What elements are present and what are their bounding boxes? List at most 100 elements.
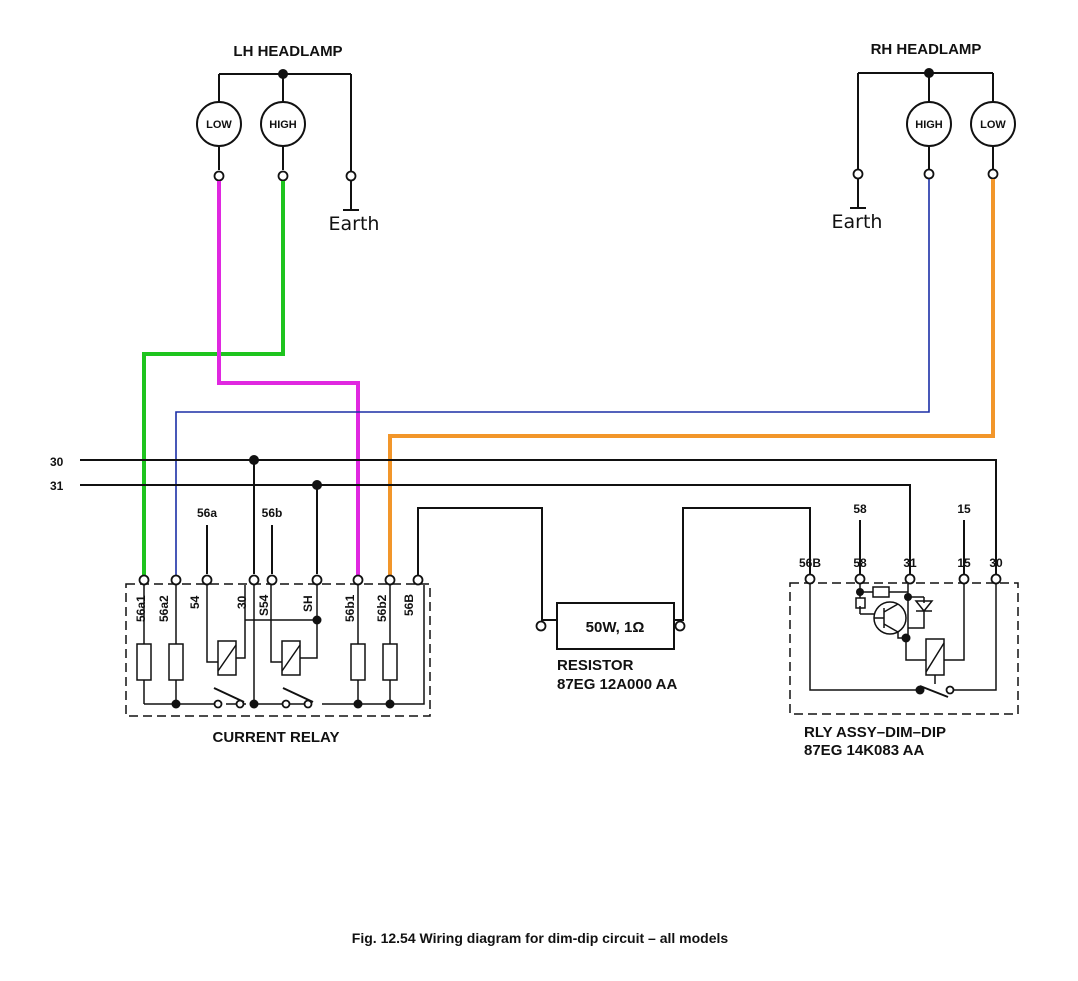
label-56b: 56b bbox=[262, 506, 283, 520]
resistor-body bbox=[556, 602, 675, 650]
contact-56a-open bbox=[213, 699, 223, 709]
coil-56a-diagonal bbox=[217, 644, 237, 672]
fuse-56a1 bbox=[136, 643, 152, 681]
terminal-56b1 bbox=[352, 574, 364, 586]
resistor-part-number: 87EG 12A000 AA bbox=[557, 676, 678, 693]
lh-high-terminal bbox=[277, 170, 289, 182]
bus-30-wire bbox=[80, 459, 997, 574]
resistor-output-wire bbox=[674, 507, 811, 621]
fuse-56a2 bbox=[168, 643, 184, 681]
resistor-terminal-in bbox=[535, 620, 547, 632]
figure-caption: Fig. 12.54 Wiring diagram for dim-dip ci… bbox=[352, 930, 729, 946]
bus-31-wire bbox=[80, 484, 911, 574]
dd-junction-collector bbox=[901, 633, 911, 643]
terminal-label-56a1: 56a1 bbox=[134, 595, 148, 622]
terminal-label-s54: S54 bbox=[257, 594, 271, 616]
terminal-label-56B: 56B bbox=[402, 594, 416, 616]
diode-return bbox=[908, 611, 925, 629]
fuse-56b1 bbox=[350, 643, 366, 681]
lh-earth-symbol bbox=[343, 181, 359, 211]
lh-low-bulb: LOW bbox=[196, 101, 242, 147]
resistor-input-wire bbox=[417, 507, 556, 621]
resistor-name: RESISTOR bbox=[557, 657, 634, 674]
lh-headlamp: LH HEADLAMP LOW HIGH Earth bbox=[196, 43, 380, 235]
diode-feed-wiring bbox=[907, 584, 925, 640]
rh-low-label: LOW bbox=[980, 119, 1006, 131]
terminal-label-56a2: 56a2 bbox=[157, 595, 171, 622]
dim-dip-relay-name: RLY ASSY–DIM–DIP bbox=[804, 724, 946, 741]
current-relay-title: CURRENT RELAY bbox=[213, 729, 340, 746]
magenta-wire-lh-low-to-56b1 bbox=[217, 181, 360, 578]
dd-terminal-58 bbox=[854, 573, 866, 585]
dd-junction-31 bbox=[904, 593, 912, 601]
rail-junction-30 bbox=[249, 699, 259, 709]
blue-wire-rh-high-to-56a2 bbox=[175, 179, 930, 578]
rh-earth-label: Earth bbox=[832, 211, 883, 233]
dd-terminal-56B bbox=[804, 573, 816, 585]
current-relay: CURRENT RELAY 56a 56b 56a1 56a2 54 30 S5… bbox=[125, 506, 431, 746]
lh-bulb-leads bbox=[218, 146, 284, 170]
rh-low-bulb: LOW bbox=[970, 101, 1016, 147]
sh-junction bbox=[312, 615, 322, 625]
rh-high-terminal bbox=[923, 168, 935, 180]
dim-dip-input-stubs bbox=[859, 520, 965, 574]
terminal-label-58-dd: 58 bbox=[853, 556, 867, 570]
terminal-s54 bbox=[266, 574, 278, 586]
rh-feed-junction bbox=[924, 68, 934, 78]
coil-56b-diagonal bbox=[281, 644, 301, 672]
fuse-leads bbox=[143, 585, 391, 704]
dd-relay-coil-diagonal bbox=[925, 642, 945, 673]
bus-31-junction bbox=[312, 480, 322, 490]
rh-earth-terminal bbox=[852, 168, 864, 180]
rail-junction-56b2 bbox=[385, 699, 395, 709]
lh-earth-terminal bbox=[345, 170, 357, 182]
fuse-56b2 bbox=[382, 643, 398, 681]
terminal-56a1 bbox=[138, 574, 150, 586]
rh-headlamp-title: RH HEADLAMP bbox=[871, 41, 982, 58]
bus-30-label: 30 bbox=[50, 455, 64, 469]
resistor-value: 50W, 1Ω bbox=[586, 619, 645, 636]
current-relay-outline bbox=[125, 583, 431, 717]
terminal-56B bbox=[412, 574, 424, 586]
dd-switch-contact bbox=[919, 685, 949, 698]
rh-headlamp: RH HEADLAMP HIGH LOW Earth bbox=[832, 41, 1016, 233]
lh-low-label: LOW bbox=[206, 119, 232, 131]
rail-junction-56a2 bbox=[171, 699, 181, 709]
terminal-label-54: 54 bbox=[188, 595, 202, 609]
rh-earth-symbol bbox=[850, 179, 866, 209]
terminal-56a2 bbox=[170, 574, 182, 586]
dd-contact-open bbox=[945, 685, 955, 695]
dim-dip-resistor: 50W, 1Ω RESISTOR 87EG 12A000 AA bbox=[417, 507, 811, 693]
terminal-30 bbox=[248, 574, 260, 586]
dd-junction-58 bbox=[856, 588, 864, 596]
dd-contact-pivot bbox=[915, 685, 925, 695]
dd-coil-feed bbox=[905, 642, 926, 661]
current-relay-input-stubs bbox=[206, 525, 273, 574]
terminal-label-56b1: 56b1 bbox=[343, 594, 357, 622]
dd-terminal-15 bbox=[958, 573, 970, 585]
lh-earth-label: Earth bbox=[329, 213, 380, 235]
terminal-label-30-dd: 30 bbox=[989, 556, 1003, 570]
label-58-external: 58 bbox=[853, 502, 867, 516]
supply-buses: 30 31 bbox=[50, 455, 997, 574]
rh-high-label: HIGH bbox=[915, 119, 943, 131]
lh-feed-junction bbox=[278, 69, 288, 79]
lh-high-label: HIGH bbox=[269, 119, 297, 131]
terminal-label-15-dd: 15 bbox=[957, 556, 971, 570]
lh-low-terminal bbox=[213, 170, 225, 182]
contact-56b-pivot bbox=[303, 699, 313, 709]
contact-56a-pivot bbox=[235, 699, 245, 709]
bus-31-label: 31 bbox=[50, 479, 64, 493]
dim-dip-relay-part-number: 87EG 14K083 AA bbox=[804, 742, 925, 759]
orange-wire-rh-low-to-56b2 bbox=[388, 179, 995, 578]
transistor-symbol bbox=[874, 603, 908, 639]
lh-headlamp-title: LH HEADLAMP bbox=[233, 43, 342, 60]
dd-56B-to-contact bbox=[809, 584, 918, 691]
terminal-label-56b2: 56b2 bbox=[375, 594, 389, 622]
rh-low-terminal bbox=[987, 168, 999, 180]
rh-high-bulb: HIGH bbox=[906, 101, 952, 147]
dd-terminal-30 bbox=[990, 573, 1002, 585]
dd-coil-to-15 bbox=[944, 584, 965, 661]
terminal-sh bbox=[311, 574, 323, 586]
